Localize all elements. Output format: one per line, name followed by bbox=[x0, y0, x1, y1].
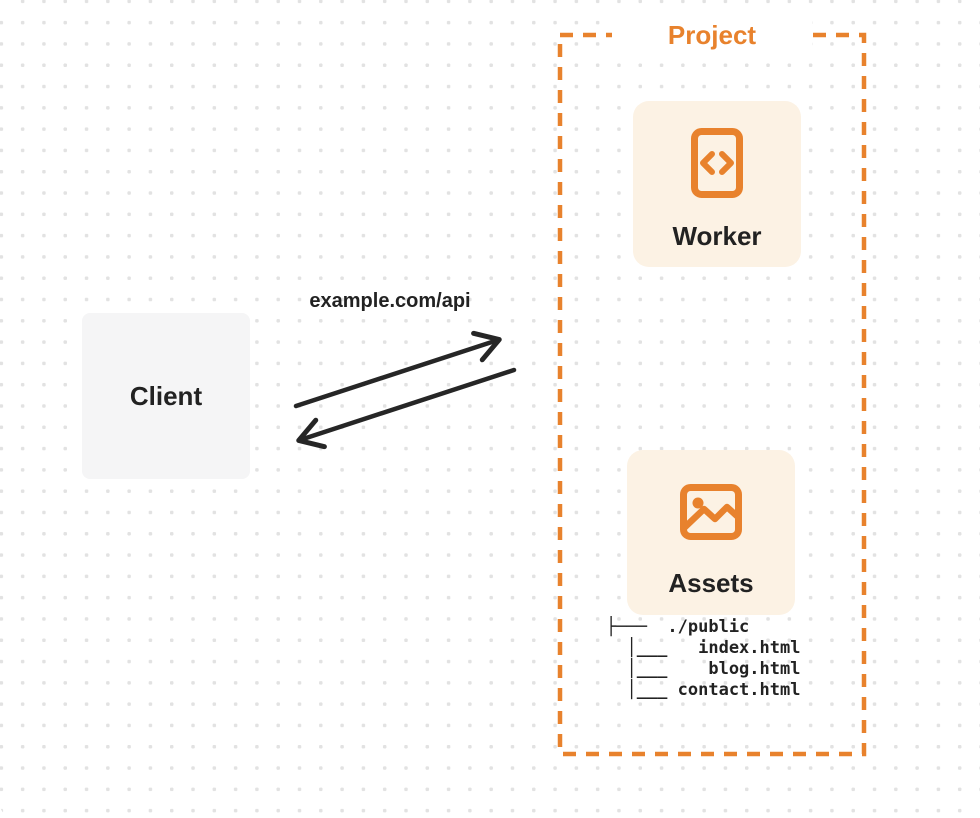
response-arrow bbox=[296, 367, 517, 450]
worker-label: Worker bbox=[672, 221, 762, 251]
worker-node: Worker bbox=[633, 101, 801, 267]
assets-label: Assets bbox=[668, 568, 754, 598]
project-group-label: Project bbox=[612, 20, 812, 50]
client-node: Client bbox=[82, 313, 250, 479]
assets-file-tree: ├─── ./public │___ index.html │___ blog.… bbox=[606, 617, 801, 700]
image-icon bbox=[680, 484, 742, 540]
client-label: Client bbox=[129, 380, 203, 411]
request-arrow bbox=[293, 330, 502, 409]
code-file-icon bbox=[691, 127, 743, 199]
assets-node: Assets bbox=[627, 450, 795, 615]
project-dashed-border bbox=[557, 32, 867, 757]
request-url-label: example.com/api bbox=[309, 290, 471, 312]
